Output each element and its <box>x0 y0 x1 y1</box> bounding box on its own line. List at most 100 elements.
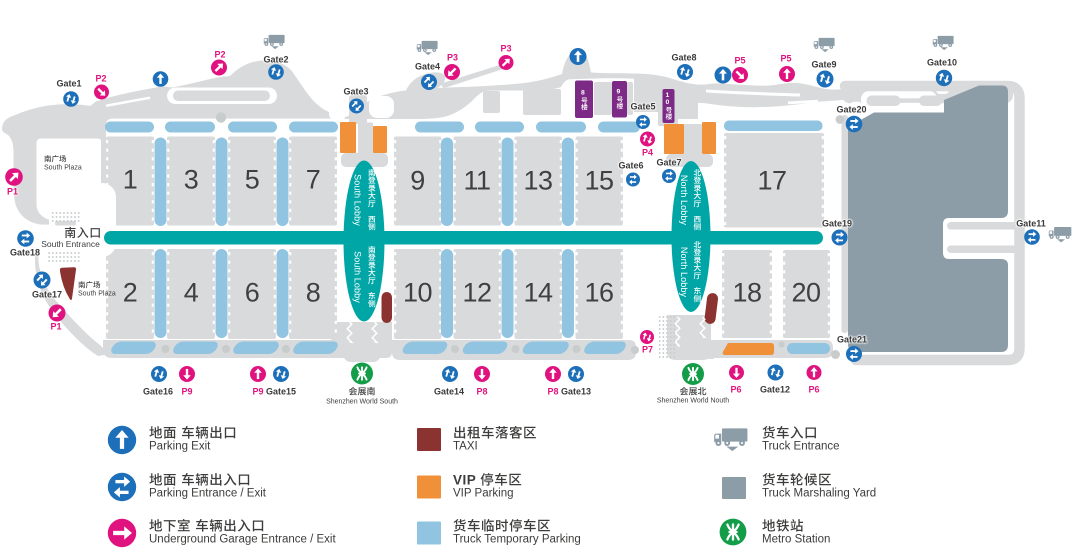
road-segment <box>919 95 942 106</box>
parking-exit-icon-middle[interactable] <box>569 48 587 65</box>
gate10-icon[interactable] <box>935 69 953 87</box>
legend-truck-entrance-icon <box>714 428 748 452</box>
parking-exit-icon-north[interactable] <box>714 66 732 84</box>
gate16-icon[interactable] <box>151 366 167 382</box>
p8-west-icon[interactable] <box>474 366 490 382</box>
road-segment <box>483 91 500 113</box>
truck-gate2-icon <box>263 34 285 50</box>
hall-17 <box>724 133 824 228</box>
gate11-icon[interactable] <box>1024 229 1040 245</box>
gate8-icon[interactable] <box>677 64 693 80</box>
p1-south-icon[interactable] <box>48 304 66 322</box>
truck-gate11-icon <box>1048 226 1072 243</box>
zigzag-mark <box>346 321 354 344</box>
metro-station-south-icon[interactable] <box>350 361 374 386</box>
road-segment <box>627 82 633 115</box>
truck-parking-strip <box>584 341 626 354</box>
truck-gate10-icon <box>932 35 954 51</box>
road-ring-marshaling-yard <box>839 80 1025 366</box>
p5-east-icon[interactable] <box>779 66 795 82</box>
truck-parking-strip <box>562 249 574 338</box>
hall-3 <box>167 136 215 226</box>
gate18-icon[interactable] <box>17 230 34 247</box>
hall-9 <box>394 136 442 226</box>
south-lobby <box>343 160 385 322</box>
gate9-icon[interactable] <box>816 70 834 88</box>
gate3-icon[interactable] <box>348 98 364 114</box>
gate15-icon[interactable] <box>273 366 289 382</box>
road-gap <box>106 96 150 107</box>
p7-icon[interactable] <box>640 330 654 344</box>
truck-parking-strip <box>536 121 586 133</box>
vip-north-west <box>664 124 684 154</box>
truck-parking-strip <box>501 137 514 226</box>
zigzag-mark <box>674 316 681 347</box>
gate21-icon[interactable] <box>846 346 862 362</box>
truck-parking-strip <box>562 137 574 226</box>
p1-west-icon[interactable] <box>5 168 23 186</box>
gate5-icon[interactable] <box>636 115 650 129</box>
gate12-icon[interactable] <box>767 364 784 381</box>
roundabout-dot <box>778 341 785 348</box>
hall-4 <box>167 249 215 339</box>
truck-parking-strip <box>787 343 830 354</box>
p6-east-icon[interactable] <box>806 365 822 380</box>
gate2-icon[interactable] <box>268 64 284 80</box>
road-gap <box>369 96 394 118</box>
dotted-area-entrance-south <box>48 250 80 263</box>
roundabout-dot <box>282 345 290 353</box>
p9-east-icon[interactable] <box>250 366 266 382</box>
hall-12 <box>453 249 501 339</box>
hall-8 <box>289 249 337 339</box>
north-lobby <box>671 161 711 312</box>
truck-parking-strip <box>462 341 508 354</box>
road-segment <box>666 154 713 167</box>
legend-truck-parking-swatch <box>417 521 441 545</box>
legend-taxi-swatch <box>417 428 441 451</box>
road-segment <box>898 98 921 103</box>
gate14-icon[interactable] <box>442 366 458 382</box>
truck-parking-strip <box>276 137 289 226</box>
road-segment <box>717 350 723 357</box>
p2-west-icon[interactable] <box>94 84 109 100</box>
hall-5 <box>228 136 276 226</box>
p2-east-icon[interactable] <box>211 59 227 76</box>
gate1-icon[interactable] <box>63 91 79 107</box>
hall-7 <box>289 136 337 226</box>
hall-6 <box>228 249 276 339</box>
p5-west-icon[interactable] <box>732 67 748 83</box>
legend-parking-entrance-exit-icon <box>107 472 137 502</box>
hall-13 <box>514 136 562 226</box>
parking-exit-icon-west[interactable] <box>152 71 169 87</box>
p3-east-icon[interactable] <box>498 55 514 70</box>
dotted-area-north-lobby <box>659 316 675 360</box>
truck-parking-strip <box>233 341 279 354</box>
truck-parking-strip <box>415 121 464 133</box>
vip-south-east <box>373 126 387 153</box>
road-segment <box>841 115 848 333</box>
road-network-southwest <box>2 60 366 225</box>
hall-1 <box>106 136 154 226</box>
p3-west-icon[interactable] <box>444 64 460 80</box>
p4-icon[interactable] <box>640 131 655 147</box>
gate6-icon[interactable] <box>626 172 640 187</box>
truck-gate4-icon <box>416 40 438 56</box>
gate4-icon[interactable] <box>420 74 437 91</box>
gate7-icon[interactable] <box>662 169 676 183</box>
gate13-icon[interactable] <box>568 366 584 382</box>
south-lobby-stem <box>331 322 392 362</box>
legend-metro-icon <box>718 517 748 547</box>
metro-station-north-icon[interactable] <box>681 362 705 386</box>
truck-parking-strip <box>522 341 569 354</box>
road-segment <box>55 221 76 226</box>
gate20-icon[interactable] <box>845 115 863 133</box>
gate17-icon[interactable] <box>33 271 51 289</box>
p6-west-icon[interactable] <box>729 365 744 380</box>
p9-west-icon[interactable] <box>179 366 195 382</box>
road-south-entrance <box>35 251 105 356</box>
gate19-icon[interactable] <box>831 229 848 246</box>
building-9 <box>612 81 627 118</box>
dotted-area-entrance-north <box>51 210 81 222</box>
p8-east-icon[interactable] <box>545 366 561 382</box>
